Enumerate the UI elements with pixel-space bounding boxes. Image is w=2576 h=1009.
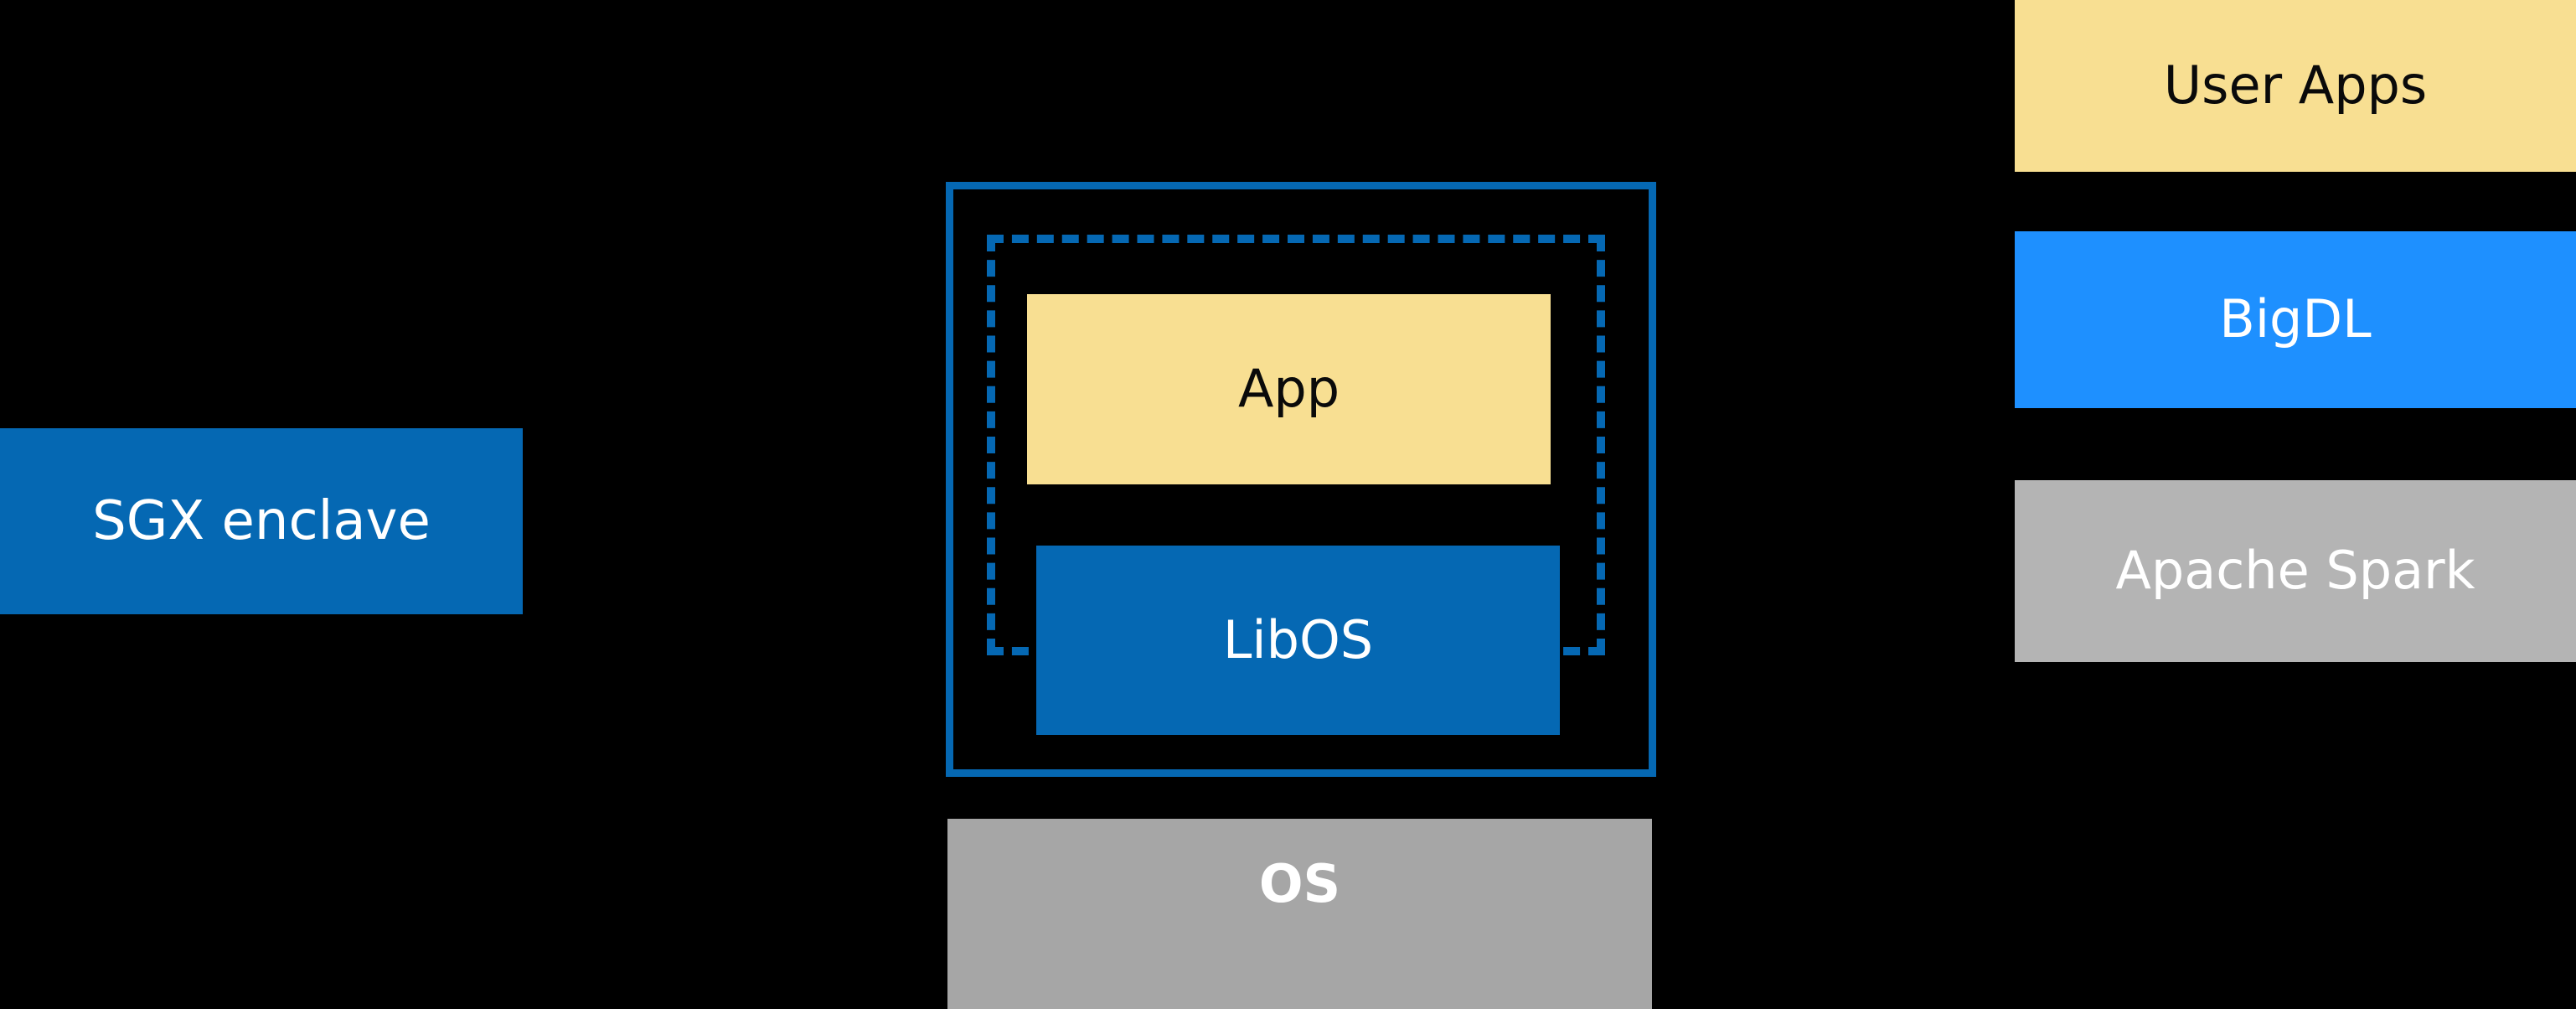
apache-spark-label: Apache Spark	[2115, 540, 2475, 602]
bigdl-label: BigDL	[2219, 288, 2372, 350]
user-apps-box[interactable]: User Apps	[2015, 0, 2576, 172]
os-box[interactable]: OS	[947, 819, 1652, 1009]
sgx-enclave-box[interactable]: SGX enclave	[0, 428, 523, 614]
os-label: OS	[1258, 853, 1341, 914]
app-box[interactable]: App	[1027, 294, 1551, 484]
app-label: App	[1237, 358, 1340, 420]
enclave-container-outline	[946, 182, 1656, 777]
user-apps-label: User Apps	[2163, 54, 2428, 116]
sgx-enclave-label: SGX enclave	[92, 489, 431, 552]
libos-label: LibOS	[1222, 608, 1374, 670]
libos-box[interactable]: LibOS	[1036, 546, 1560, 735]
bigdl-box[interactable]: BigDL	[2015, 231, 2576, 408]
apache-spark-box[interactable]: Apache Spark	[2015, 480, 2576, 662]
